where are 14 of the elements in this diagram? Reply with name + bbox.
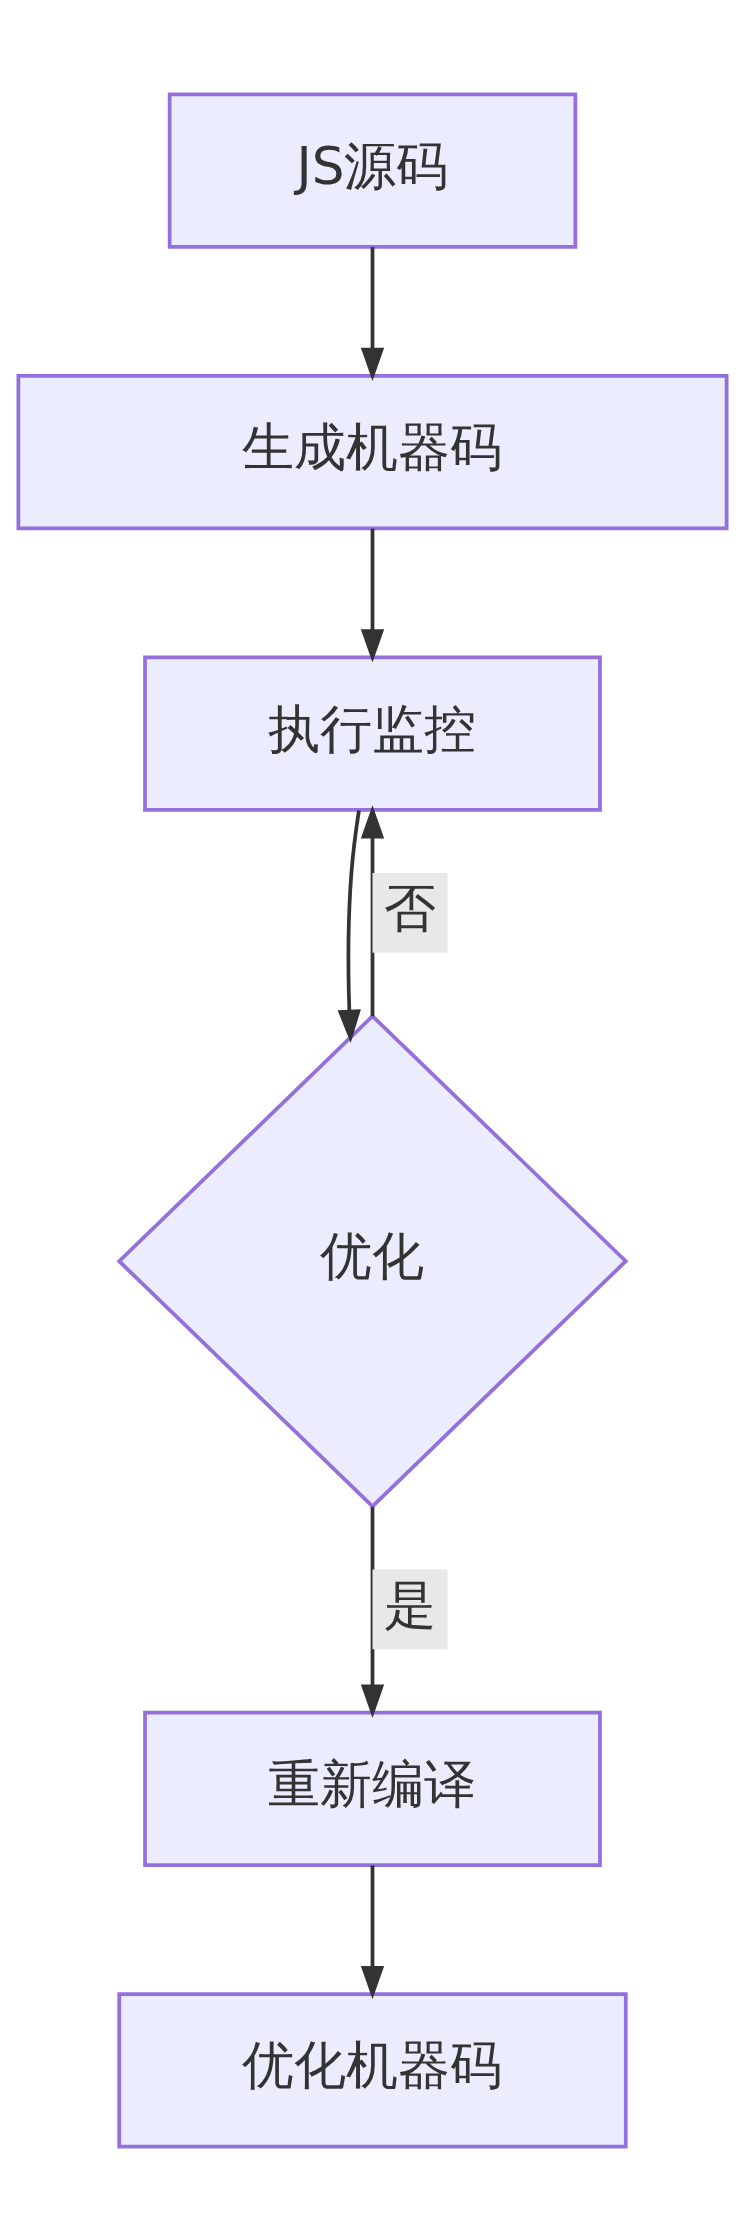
node-box: JS源码 [167, 92, 577, 249]
node-box: 重新编译 [142, 1710, 602, 1867]
arrow [360, 1864, 384, 1999]
node-box: 优化机器码 [116, 1991, 628, 2148]
node-box: 生成机器码 [16, 373, 728, 530]
edge-label: 否 [383, 877, 436, 938]
arrow [360, 246, 384, 381]
arrow [360, 804, 384, 1016]
edge-label: 是 [383, 1574, 436, 1635]
arrow [360, 528, 384, 662]
node-box: 执行监控 [142, 654, 602, 812]
arrow [337, 809, 361, 1043]
node-diamond: 优化 [116, 1013, 628, 1509]
arrow [360, 1506, 384, 1718]
